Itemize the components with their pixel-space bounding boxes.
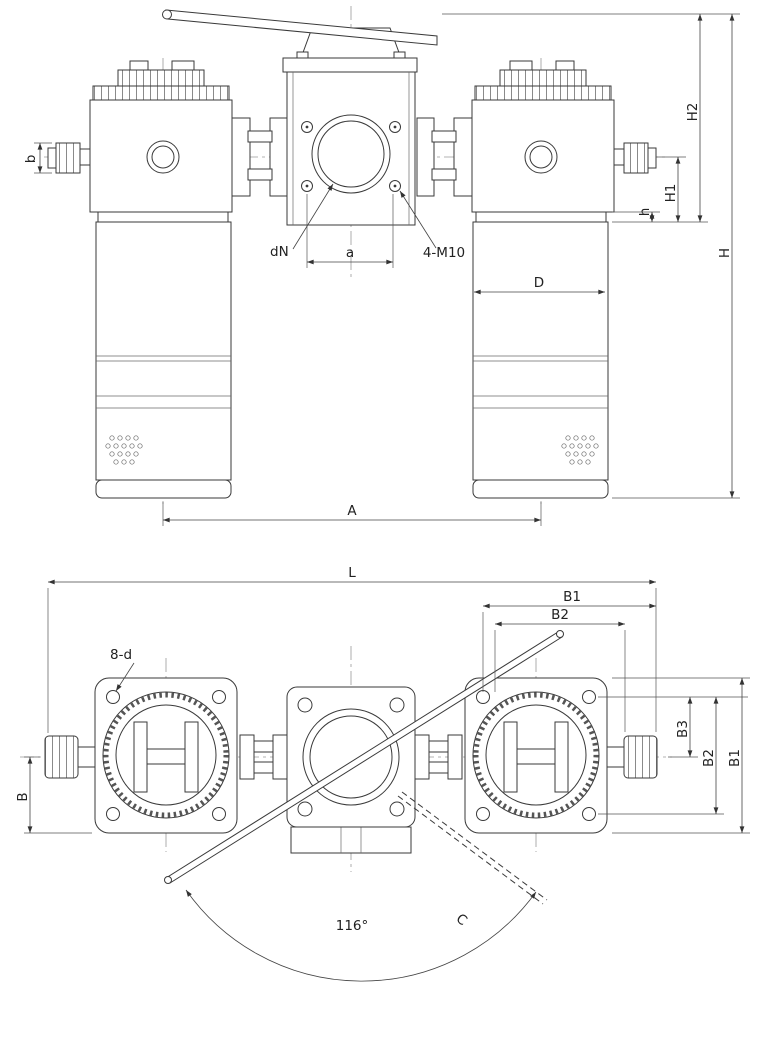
dim-label-H1: H1 bbox=[663, 184, 679, 203]
plan-extension-lines bbox=[24, 588, 750, 834]
right-filter-front bbox=[471, 60, 657, 499]
valve-port-outer bbox=[311, 114, 391, 194]
dim-label-a: a bbox=[346, 245, 354, 261]
plan-dimension-lines bbox=[27, 579, 745, 833]
dim-label-D: D bbox=[534, 275, 544, 291]
dim-label-B1-top: B1 bbox=[563, 589, 581, 605]
dim-label-B2-top: B2 bbox=[551, 607, 569, 623]
valve-port-inner bbox=[317, 120, 385, 188]
plan-view: L B1 B2 8-d B B3 B2 B1 116° C bbox=[15, 565, 750, 982]
dim-label-C: C bbox=[453, 911, 470, 929]
right-filter-plan bbox=[465, 678, 657, 833]
center-valve-body-plan bbox=[286, 686, 416, 854]
leader-label-dN: dN bbox=[270, 244, 289, 260]
dim-label-h: h bbox=[637, 208, 653, 217]
left-flange-front bbox=[231, 117, 288, 197]
left-filter-front bbox=[47, 60, 233, 499]
handle-alternate-position bbox=[397, 791, 548, 905]
dim-label-A: A bbox=[347, 503, 357, 519]
left-filter-plan bbox=[45, 678, 237, 833]
dim-label-H2: H2 bbox=[685, 103, 701, 122]
dim-label-B: B bbox=[15, 792, 31, 801]
dim-label-H: H bbox=[717, 248, 733, 258]
leader-label-holes: 8-d bbox=[110, 647, 132, 663]
angle-label: 116° bbox=[336, 918, 369, 934]
valve-bottom-tab bbox=[290, 826, 412, 854]
dim-label-B1-right: B1 bbox=[727, 749, 743, 767]
dim-label-B3: B3 bbox=[675, 720, 691, 738]
front-dimensions: b h H1 H2 H dN a 4-M10 D A bbox=[23, 13, 740, 526]
front-dimension-lines bbox=[37, 14, 735, 523]
valve-top-plate bbox=[282, 57, 418, 73]
leader-label-bolts: 4-M10 bbox=[423, 245, 465, 261]
front-view: b h H1 H2 H dN a 4-M10 D A bbox=[23, 6, 740, 526]
plan-dimensions: L B1 B2 8-d B B3 B2 B1 116° C bbox=[15, 565, 750, 934]
valve-body bbox=[286, 71, 416, 226]
dim-label-B2-right: B2 bbox=[701, 749, 717, 767]
dim-label-b: b bbox=[23, 155, 39, 164]
valve-bolt-holes bbox=[301, 121, 401, 192]
center-valve-body-front bbox=[282, 27, 418, 226]
handle-swing-arc bbox=[185, 889, 537, 982]
handle-lever-front bbox=[162, 9, 438, 46]
dim-label-L: L bbox=[348, 565, 356, 581]
handle-lever-plan bbox=[164, 630, 564, 884]
valve-port-plan-inner bbox=[309, 715, 393, 799]
